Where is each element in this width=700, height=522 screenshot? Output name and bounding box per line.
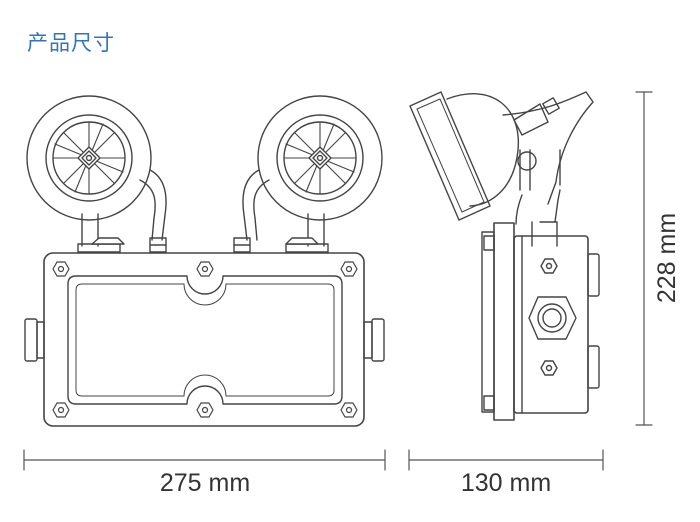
height-label: 228 mm <box>653 213 681 303</box>
side-housing <box>481 222 600 421</box>
right-lamp-head <box>233 95 383 253</box>
width-label: 275 mm <box>160 469 250 497</box>
side-lamp-head <box>409 91 594 247</box>
side-view <box>409 91 600 421</box>
front-housing <box>24 252 385 427</box>
section-title: 产品尺寸 <box>27 31 115 55</box>
left-lamp-head <box>26 95 167 253</box>
depth-label: 130 mm <box>461 469 551 497</box>
dimension-lines <box>23 91 653 471</box>
front-view <box>24 95 385 427</box>
